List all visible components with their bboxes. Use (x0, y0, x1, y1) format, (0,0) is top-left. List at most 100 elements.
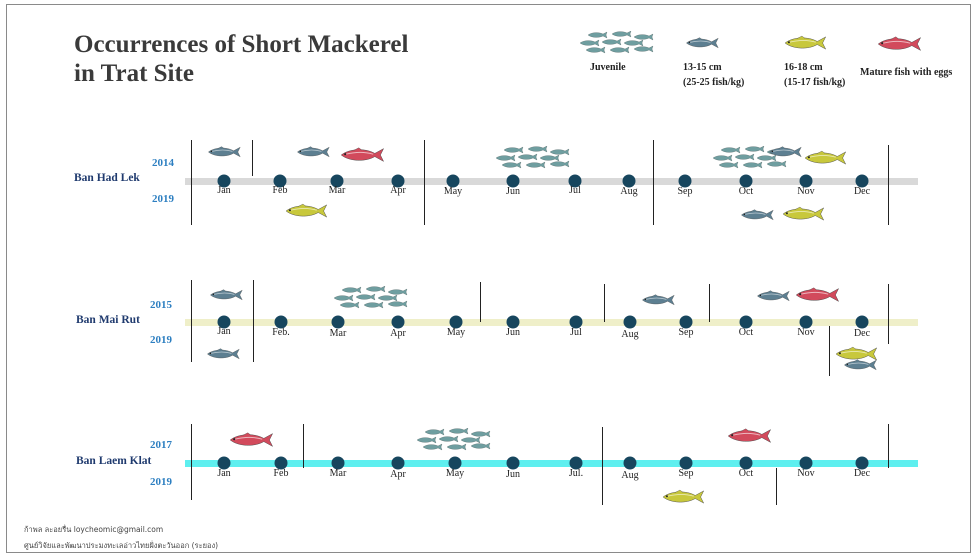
month-dot (330, 174, 344, 188)
fish-mature-icon (338, 145, 386, 170)
month-label: Oct (738, 468, 754, 479)
month-label: Sep (678, 468, 694, 479)
fish-16-18cm-icon (802, 149, 848, 172)
juvenile-school-icon (494, 145, 574, 175)
period-divider (252, 140, 254, 176)
fish-13-15cm-icon (206, 145, 242, 164)
fish-16-18cm-icon (780, 205, 826, 228)
juvenile-school-icon (415, 427, 495, 457)
month-label: Dec (853, 186, 871, 197)
month-label: Jan (217, 468, 231, 479)
site2-timeline-track (185, 318, 918, 326)
month-dot (799, 174, 813, 188)
legend-mature-label: Mature fish with eggs (860, 67, 953, 78)
month-label: Aug (621, 329, 639, 340)
month-label: Aug (621, 470, 639, 481)
legend-juvenile-icon (578, 30, 658, 60)
month-dot (446, 174, 460, 188)
month-dot (855, 315, 869, 329)
month-label: Aug (620, 186, 638, 197)
period-divider (191, 140, 193, 225)
fish-13-15cm-icon (842, 358, 878, 377)
period-divider (888, 145, 890, 225)
month-dot (569, 315, 583, 329)
month-label: Jan (217, 185, 231, 196)
month-dot (331, 456, 345, 470)
month-dot (799, 315, 813, 329)
month-label: May (443, 186, 463, 197)
month-label: May (445, 468, 465, 479)
month-label: Mar (329, 328, 347, 339)
period-divider (480, 282, 482, 322)
month-label: Jul (569, 185, 581, 196)
period-divider (253, 280, 255, 362)
month-label: Oct (738, 327, 754, 338)
month-dot (217, 174, 231, 188)
period-divider (191, 424, 193, 500)
month-dot (449, 315, 463, 329)
month-dot (506, 315, 520, 329)
period-divider (604, 284, 606, 322)
month-label: Dec (853, 468, 871, 479)
fish-16-18cm-icon (833, 345, 879, 368)
month-dot (739, 174, 753, 188)
month-label: Sep (677, 186, 693, 197)
month-label: Nov (797, 186, 815, 197)
fish-13-15cm-icon (739, 208, 775, 227)
site2-year-top: 2015 (150, 299, 172, 311)
fish-13-15cm-icon (640, 293, 676, 312)
site3-timeline-track (185, 459, 918, 467)
fish-13-15cm-icon (295, 145, 331, 164)
period-divider (709, 284, 711, 322)
legend-size2-label-line2: (15-17 fish/kg) (784, 77, 846, 88)
period-divider (829, 326, 831, 376)
month-dot (331, 315, 345, 329)
period-divider (653, 140, 655, 225)
month-dot (217, 315, 231, 329)
period-divider (303, 424, 305, 468)
site1-year-top: 2014 (152, 157, 174, 169)
site-label-ban-mai-rut: Ban Mai Rut (76, 314, 140, 326)
legend-size1-fish-icon (684, 36, 720, 55)
month-dot (391, 315, 405, 329)
fish-mature-icon (793, 285, 841, 310)
month-label: Apr (390, 469, 406, 480)
site-label-ban-laem-klat: Ban Laem Klat (76, 455, 152, 467)
legend-size2-fish-icon (782, 34, 828, 57)
site1-year-bottom: 2019 (152, 193, 174, 205)
month-label: Feb (273, 468, 289, 479)
month-label: Jan (217, 326, 231, 337)
period-divider (602, 427, 604, 505)
fish-13-15cm-icon (767, 145, 803, 164)
fish-16-18cm-icon (660, 488, 706, 511)
fish-mature-icon (725, 426, 773, 451)
period-divider (191, 280, 193, 362)
month-dot (855, 456, 869, 470)
legend-size2-label-line1: 16-18 cm (784, 62, 823, 73)
month-dot (623, 456, 637, 470)
title-line-2: in Trat Site (74, 60, 194, 87)
month-label: Dec (853, 328, 871, 339)
site-label-ban-had-lek: Ban Had Lek (74, 172, 140, 184)
month-dot (391, 456, 405, 470)
month-dot (739, 315, 753, 329)
site2-year-bottom: 2019 (150, 334, 172, 346)
month-dot (623, 315, 637, 329)
month-label: May (446, 327, 466, 338)
legend-mature-fish-icon (875, 34, 923, 59)
month-label: Feb (272, 185, 288, 196)
month-dot (679, 456, 693, 470)
month-label: Mar (329, 468, 347, 479)
legend-juvenile-label: Juvenile (590, 62, 626, 73)
site3-year-bottom: 2019 (150, 476, 172, 488)
diagram-title: Occurrences of Short Mackerel in Trat Si… (74, 30, 494, 88)
month-dot (622, 174, 636, 188)
month-dot (799, 456, 813, 470)
month-label: Oct (738, 186, 754, 197)
month-label: Nov (797, 327, 815, 338)
month-dot (678, 174, 692, 188)
month-dot (506, 174, 520, 188)
fish-16-18cm-icon (283, 202, 329, 225)
month-dot (679, 315, 693, 329)
month-label: Jun (506, 327, 520, 338)
